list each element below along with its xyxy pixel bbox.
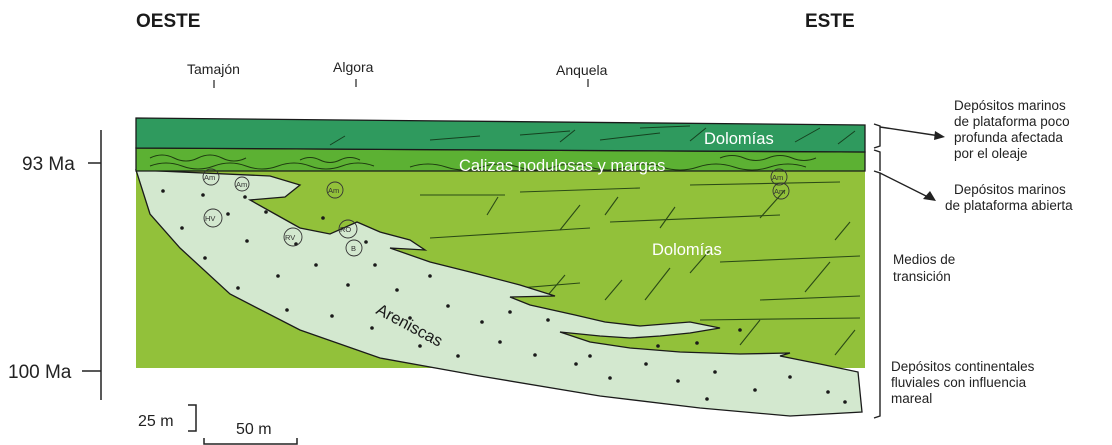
svg-text:de plataforma poco: de plataforma poco — [954, 114, 1070, 129]
svg-text:mareal: mareal — [891, 391, 932, 406]
age-axis: 93 Ma 100 Ma — [8, 130, 101, 400]
svg-text:B: B — [351, 244, 356, 253]
svg-text:Am: Am — [774, 187, 785, 196]
arrow-head-shallow — [934, 131, 945, 140]
locality-label: Algora — [333, 59, 374, 75]
age-label-93: 93 Ma — [22, 154, 75, 175]
svg-text:Depósitos continentales: Depósitos continentales — [891, 359, 1035, 374]
svg-text:Medios de: Medios de — [893, 252, 955, 267]
locality-tamajon: Tamajón — [187, 61, 240, 88]
svg-text:50 m: 50 m — [236, 421, 272, 438]
locality-algora: Algora — [333, 59, 374, 87]
fossil-marker: Am — [235, 177, 249, 191]
svg-text:profunda afectada: profunda afectada — [954, 130, 1063, 145]
svg-text:por el oleaje: por el oleaje — [954, 146, 1028, 161]
svg-text:Am: Am — [772, 173, 783, 182]
svg-text:Am: Am — [236, 180, 247, 189]
locality-label: Tamajón — [187, 61, 240, 77]
svg-text:de plataforma abierta: de plataforma abierta — [945, 198, 1073, 213]
locality-anquela: Anquela — [556, 62, 608, 87]
svg-text:RO: RO — [340, 225, 351, 234]
unit-label-dolomias-main: Dolomías — [652, 241, 722, 259]
unit-label-dolomias-top: Dolomías — [704, 130, 774, 148]
svg-text:RV: RV — [285, 233, 295, 242]
svg-text:HV: HV — [205, 214, 215, 223]
svg-text:Depósitos marinos: Depósitos marinos — [954, 98, 1066, 113]
west-label: OESTE — [136, 11, 200, 32]
east-label: ESTE — [805, 11, 855, 32]
vertical-scale-bar: 25 m — [138, 405, 196, 431]
interpretation-shallow: Depósitos marinos de plataforma poco pro… — [954, 98, 1070, 161]
svg-text:fluviales con influencia: fluviales con influencia — [891, 375, 1027, 390]
interpretation-open: Depósitos marinos de plataforma abierta — [945, 182, 1073, 213]
age-label-100: 100 Ma — [8, 362, 72, 383]
interpretation-transition: Medios de transición — [893, 252, 955, 284]
unit-label-calizas: Calizas nodulosas y margas — [459, 157, 665, 175]
locality-label: Anquela — [556, 62, 608, 78]
interpretation-continental: Depósitos continentales fluviales con in… — [891, 359, 1035, 406]
svg-text:transición: transición — [893, 269, 951, 284]
svg-text:Depósitos marinos: Depósitos marinos — [954, 182, 1066, 197]
svg-text:Am: Am — [204, 173, 215, 182]
svg-text:Am: Am — [328, 186, 339, 195]
svg-text:25 m: 25 m — [138, 413, 174, 430]
horizontal-scale-bar: 50 m — [204, 421, 297, 444]
